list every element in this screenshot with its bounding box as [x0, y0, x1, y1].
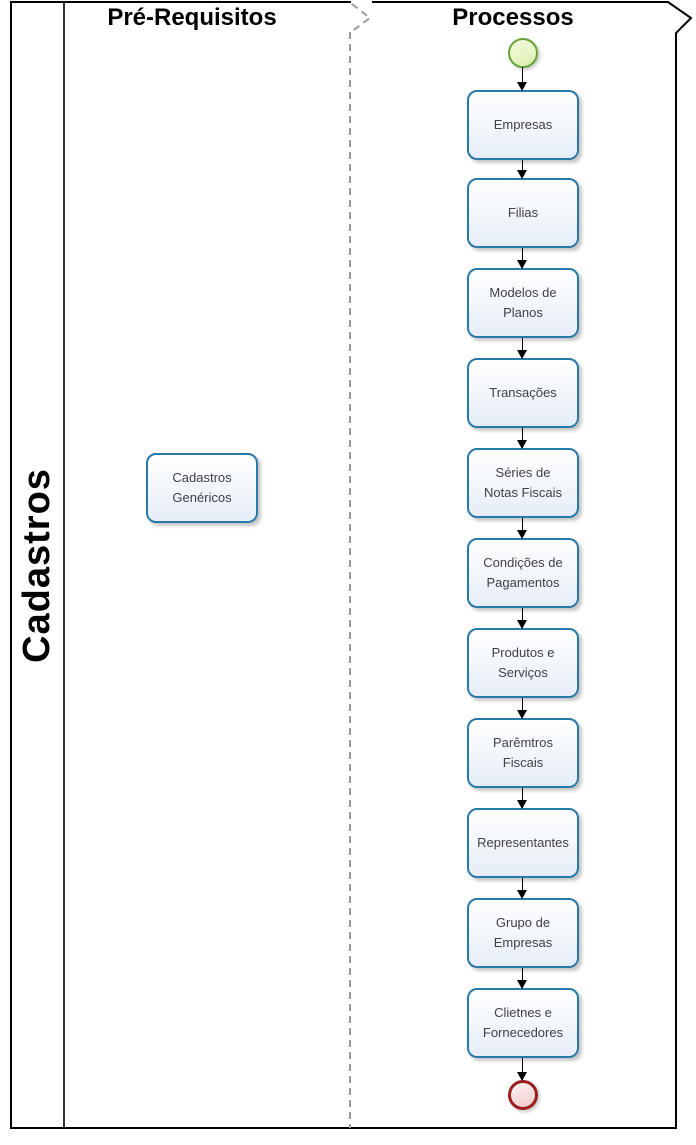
- shape-label: Séries de Notas Fiscais: [483, 464, 563, 500]
- shape-label: Parêmtros Fiscais: [493, 734, 553, 770]
- flow-arrow-3: [517, 248, 528, 269]
- shape-representantes: Representantes: [467, 808, 579, 878]
- shape-label: Cadastros Genéricos: [172, 469, 232, 505]
- end-event-circle: [508, 1080, 538, 1110]
- shape-empresas: Empresas: [467, 90, 579, 160]
- flow-arrow-7: [517, 608, 528, 629]
- flow-arrow-10: [517, 878, 528, 899]
- shape-label: Modelos de Planos: [489, 284, 557, 320]
- shape-clietnes-e-fornecedores: Clietnes e Fornecedores: [467, 988, 579, 1058]
- shape-label: Empresas: [493, 116, 553, 132]
- phase-divider-chevron: [350, 3, 372, 33]
- shape-label: Clietnes e Fornecedores: [482, 1004, 564, 1040]
- shape-cadastros-genericos: Cadastros Genéricos: [146, 453, 258, 523]
- flow-arrow-5: [517, 428, 528, 449]
- phase-title-pre-requisitos: Pré-Requisitos: [107, 4, 277, 31]
- phase-title-processos: Processos: [452, 4, 574, 31]
- flow-arrow-1: [517, 67, 528, 91]
- flow-arrow-8: [517, 698, 528, 719]
- shape-modelos-de-planos: Modelos de Planos: [467, 268, 579, 338]
- shape-label: Transações: [489, 384, 557, 400]
- shape-transacoes: Transações: [467, 358, 579, 428]
- flow-arrow-9: [517, 788, 528, 809]
- lane-title-text: Cadastros: [16, 467, 58, 663]
- shape-label: Representantes: [477, 834, 569, 850]
- shape-filias: Filias: [467, 178, 579, 248]
- shape-produtos-e-servicos: Produtos e Serviços: [467, 628, 579, 698]
- shape-grupo-de-empresas: Grupo de Empresas: [467, 898, 579, 968]
- shape-series-de-notas-fiscais: Séries de Notas Fiscais: [467, 448, 579, 518]
- shape-condicoes-de-pagamentos: Condições de Pagamentos: [467, 538, 579, 608]
- shape-label: Produtos e Serviços: [491, 644, 555, 680]
- start-event-circle: [508, 38, 538, 68]
- flow-arrow-12: [517, 1058, 528, 1081]
- frame-border: [10, 1, 693, 1129]
- flow-arrow-4: [517, 338, 528, 359]
- flow-arrow-2: [517, 160, 528, 179]
- shape-label: Grupo de Empresas: [493, 914, 553, 950]
- flow-arrow-11: [517, 968, 528, 989]
- flow-arrow-6: [517, 518, 528, 539]
- shape-paremtros-fiscais: Parêmtros Fiscais: [467, 718, 579, 788]
- lane-title-cadastros: Cadastros: [11, 2, 64, 1128]
- shape-label: Filias: [507, 204, 539, 220]
- shape-label: Condições de Pagamentos: [483, 554, 563, 590]
